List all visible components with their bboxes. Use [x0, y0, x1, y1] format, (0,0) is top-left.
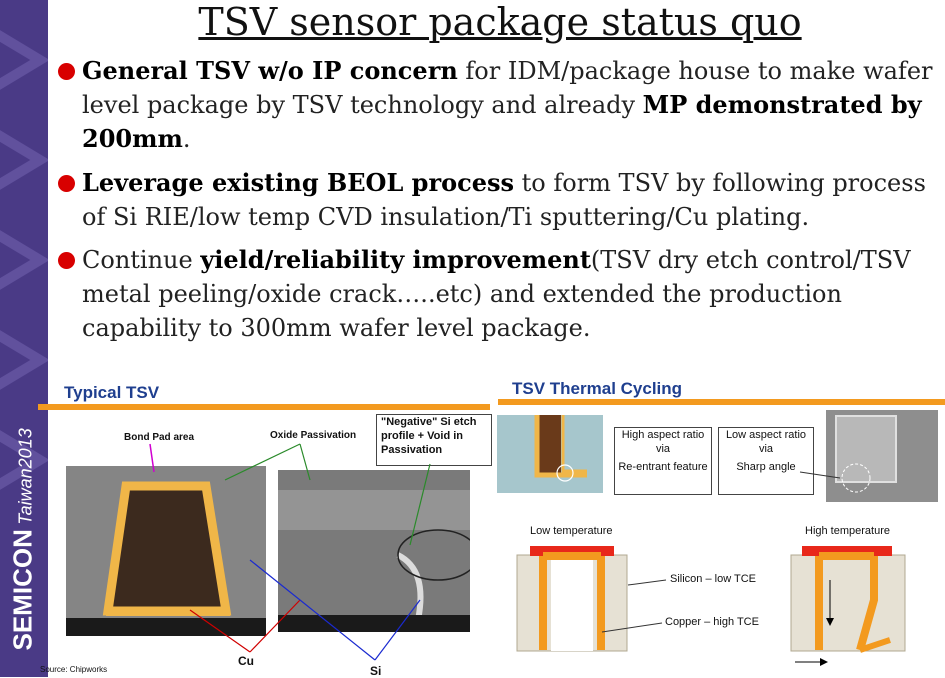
- high-temperature-label: High temperature: [805, 525, 890, 537]
- silicon-tce-label: Silicon – low TCE: [670, 573, 756, 585]
- typical-tsv-heading: Typical TSV: [64, 383, 160, 402]
- low-temperature-label: Low temperature: [530, 525, 613, 537]
- copper-tce-label: Copper – high TCE: [665, 616, 759, 628]
- source-note: Source: Chipworks: [40, 665, 108, 674]
- sidebar-pattern: [0, 30, 48, 490]
- bullet-3-text: (TSV dry etch control/TSV metal peeling/…: [82, 246, 911, 342]
- low-aspect-callout: Low aspect ratio via Sharp angle: [718, 427, 814, 495]
- bullet-dot-icon: [58, 252, 75, 269]
- low-aspect-label: Low aspect ratio via: [725, 429, 807, 455]
- semicon-brand: SEMICON: [7, 529, 38, 651]
- reentrant-label: Re-entrant feature: [618, 461, 708, 473]
- low-aspect-sem-image: [826, 410, 938, 502]
- semicon-sub: Taiwan2013: [15, 428, 36, 525]
- high-aspect-label: High aspect ratio via: [621, 429, 705, 455]
- bullet-dot-icon: [58, 175, 75, 192]
- oxide-passivation-label: Oxide Passivation: [270, 430, 357, 441]
- negative-etch-callout: "Negative" Si etch profile + Void in Pas…: [376, 414, 492, 466]
- bullet-dot-icon: [58, 63, 75, 80]
- right-heading-bar: [498, 399, 945, 405]
- left-heading-bar: [38, 404, 490, 410]
- passivation-sem-image: [278, 470, 470, 632]
- bullet-1-text-a: for IDM/package house to make wafer leve…: [82, 57, 933, 119]
- bullet-3-lead: Continue: [82, 246, 201, 274]
- bullet-3-bold: yield/reliability improvement: [200, 245, 591, 274]
- sharp-angle-label: Sharp angle: [736, 461, 796, 473]
- bullet-2-bold: Leverage existing BEOL process: [82, 168, 515, 197]
- bullet-3: Continue yield/reliability improvement(T…: [58, 243, 938, 345]
- si-label: Si: [370, 664, 382, 678]
- bullet-2: Leverage existing BEOL process to form T…: [58, 166, 938, 234]
- bullet-1-bold-a: General TSV w/o IP concern: [82, 56, 458, 85]
- sidebar-banner: SEMICON Taiwan2013: [0, 0, 48, 677]
- thermal-cycling-heading: TSV Thermal Cycling: [512, 379, 683, 398]
- bullet-1-text-b: .: [182, 125, 191, 153]
- bullet-1: General TSV w/o IP concern for IDM/packa…: [58, 54, 938, 156]
- semicon-logo: SEMICON Taiwan2013: [7, 428, 39, 651]
- slide-title: TSV sensor package status quo: [198, 0, 802, 44]
- tsv-sem-image: [66, 466, 266, 636]
- high-aspect-callout: High aspect ratio via Re-entrant feature: [614, 427, 712, 495]
- bullet-2-text: to form TSV by following process of Si R…: [82, 169, 926, 231]
- bond-pad-label: Bond Pad area: [124, 432, 195, 443]
- high-temp-diagram: [790, 546, 906, 666]
- bullet-1-bold-b: MP demonstrated by 200mm: [82, 90, 922, 153]
- cu-label: Cu: [238, 654, 254, 668]
- low-temp-diagram: [516, 546, 628, 652]
- high-aspect-sem-image: [497, 415, 603, 493]
